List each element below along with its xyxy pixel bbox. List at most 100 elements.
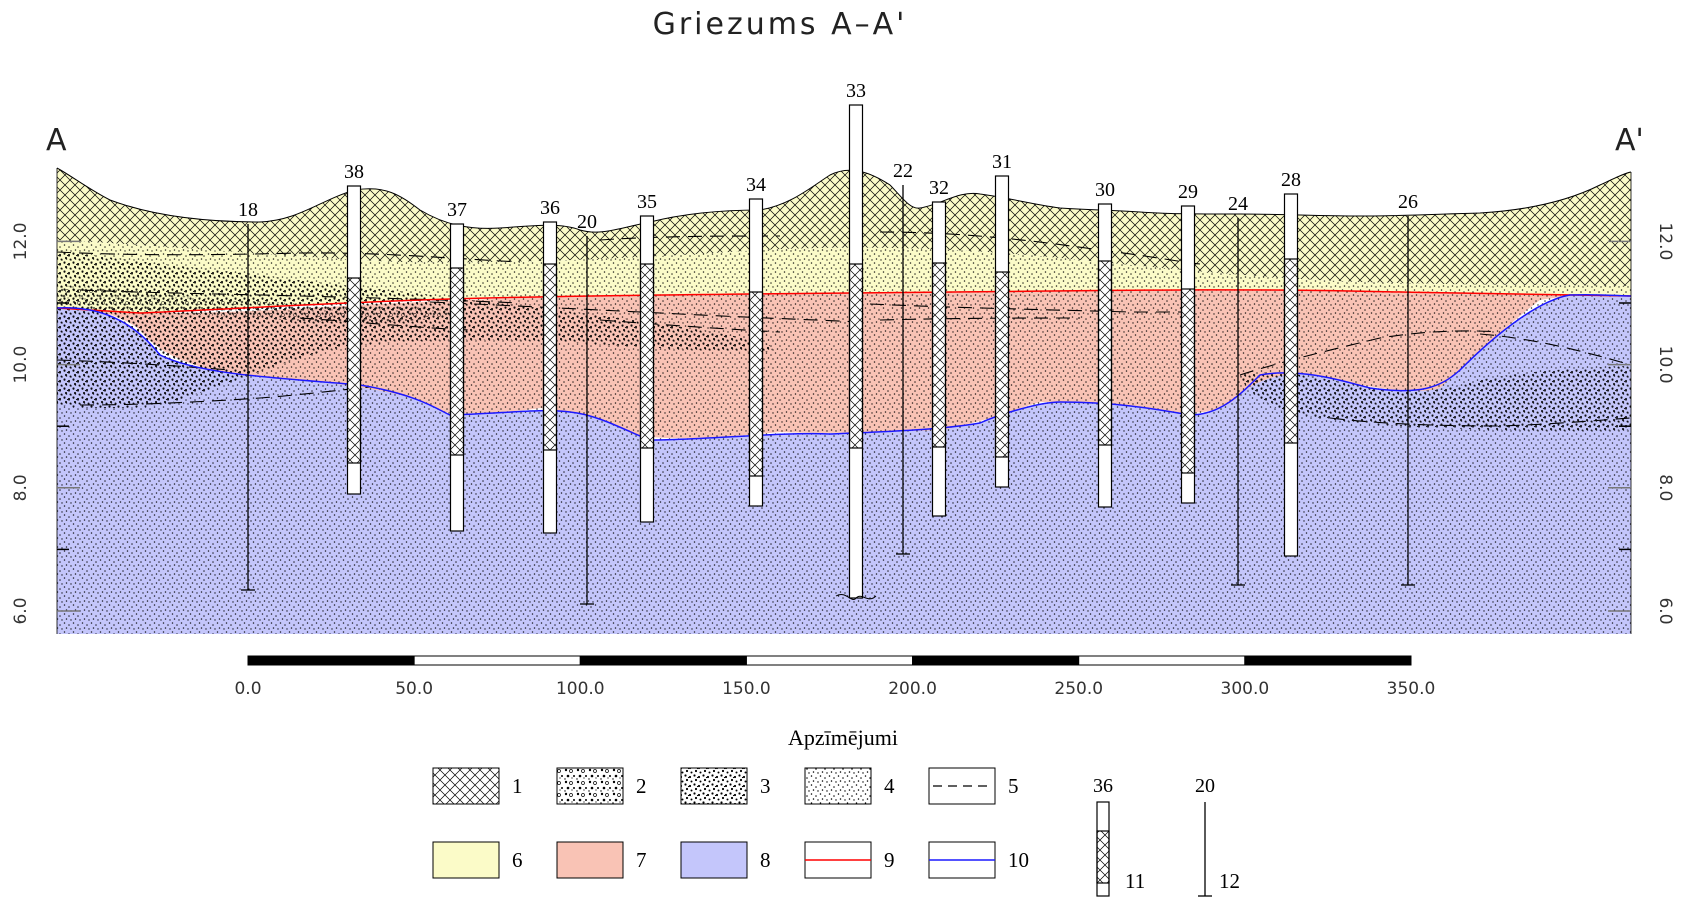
legend-number: 10 [1008, 848, 1029, 872]
borehole-label: 33 [846, 80, 866, 102]
legend-item-3: 3 [680, 767, 771, 805]
legend-number: 5 [1008, 774, 1019, 798]
borehole-sample-interval [542, 263, 558, 451]
legend-swatch [432, 841, 500, 879]
axis-label-right: 8.0 [1655, 474, 1675, 501]
borehole-30: 30 [1095, 179, 1115, 508]
borehole-20: 20 [577, 211, 597, 605]
borehole-22: 22 [893, 160, 913, 555]
scale-tick-label: 200.0 [888, 679, 937, 699]
borehole-label: 34 [746, 174, 766, 196]
borehole-28: 28 [1281, 169, 1301, 557]
borehole-label: 18 [238, 199, 258, 221]
borehole-26: 26 [1398, 191, 1418, 586]
borehole-label: 35 [637, 191, 657, 213]
axis-label-right: 12.0 [1655, 222, 1675, 260]
axis-label-left: 6.0 [11, 597, 31, 624]
scale-tick-label: 100.0 [556, 679, 605, 699]
borehole-label: 28 [1281, 169, 1301, 191]
elevation-axis-right: 6.08.010.012.0 [1608, 222, 1675, 625]
borehole-sample-interval [346, 277, 362, 464]
borehole-31: 31 [992, 151, 1012, 488]
legend-number: 4 [884, 774, 895, 798]
end-marker-right: A' [1615, 123, 1644, 158]
texture-coarse-sand-right [1240, 366, 1631, 431]
borehole-sample-interval [848, 263, 864, 449]
legend-title: Apzīmējumi [788, 725, 898, 750]
borehole-label: 24 [1228, 193, 1248, 215]
borehole-label: 26 [1398, 191, 1418, 213]
legend-number: 6 [512, 848, 523, 872]
legend-borehole-label: 36 [1093, 775, 1113, 797]
borehole-sample-interval [1180, 288, 1196, 474]
legend-borehole-sample [1096, 830, 1110, 884]
borehole-36: 36 [540, 197, 560, 534]
legend-number: 11 [1125, 869, 1145, 893]
borehole-sample-interval [931, 262, 947, 448]
borehole-label: 36 [540, 197, 560, 219]
legend-swatch-pattern [804, 767, 872, 805]
legend-number: 9 [884, 848, 895, 872]
texture-coarse-sand [57, 250, 773, 409]
borehole-33: 33 [835, 80, 877, 600]
borehole-label: 32 [929, 177, 949, 199]
scale-tick-label: 50.0 [395, 679, 433, 699]
legend-number: 3 [760, 774, 771, 798]
legend-swatch [680, 841, 748, 879]
legend-item-11: 36 11 [1093, 775, 1145, 897]
scale-tick-label: 350.0 [1387, 679, 1436, 699]
legend-swatch-pattern [556, 767, 624, 805]
borehole-sample-interval [1097, 260, 1113, 446]
borehole-label: 30 [1095, 179, 1115, 201]
borehole-35: 35 [637, 191, 657, 523]
borehole-label: 37 [447, 199, 467, 221]
scale-bar-segment [745, 655, 914, 666]
legend-swatch [556, 841, 624, 879]
borehole-34: 34 [746, 174, 766, 507]
legend-item-2: 2 [556, 767, 647, 805]
borehole-sample-interval [449, 267, 465, 456]
legend-item-9: 9 [804, 841, 895, 879]
borehole-sample-interval [1283, 258, 1299, 444]
scale-bar-segment [912, 655, 1080, 666]
borehole-38: 38 [344, 161, 364, 495]
scale-bar-segment [1078, 655, 1246, 666]
borehole-label: 29 [1178, 181, 1198, 203]
legend-borehole-label: 20 [1195, 775, 1215, 797]
borehole-label: 22 [893, 160, 913, 182]
axis-label-left: 12.0 [11, 222, 31, 260]
legend-swatch-pattern [432, 767, 500, 805]
scale-bar-segment [247, 655, 415, 666]
elevation-axis-left: 6.0 8.0 10.0 12.0 [11, 222, 80, 625]
borehole-label: 20 [577, 211, 597, 233]
borehole-18: 18 [238, 199, 258, 591]
texture-gravel [57, 285, 470, 323]
borehole-sample-interval [748, 291, 764, 477]
scale-bar-segment [579, 655, 747, 666]
scale-tick-label: 150.0 [722, 679, 771, 699]
borehole-24: 24 [1228, 193, 1248, 586]
legend-item-6: 6 [432, 841, 523, 879]
axis-label-left: 8.0 [11, 474, 31, 501]
legend-item-5: 5 [928, 767, 1019, 805]
legend-number: 2 [636, 774, 647, 798]
legend-swatch-pattern [680, 767, 748, 805]
legend-number: 8 [760, 848, 771, 872]
red-boundary-line [56, 289, 1632, 314]
legend-number: 7 [636, 848, 647, 872]
borehole-29: 29 [1178, 181, 1198, 504]
borehole-sample-interval [994, 271, 1010, 458]
scale-tick-label: 0.0 [234, 679, 261, 699]
scale-bar-segment [413, 655, 581, 666]
borehole-break-mark [835, 594, 877, 600]
legend-number: 1 [512, 774, 523, 798]
scale-tick-label: 300.0 [1221, 679, 1270, 699]
borehole-32: 32 [929, 177, 949, 517]
end-marker-left: A [46, 123, 67, 158]
axis-label-left: 10.0 [11, 346, 31, 384]
dashed-boundaries [56, 231, 1632, 427]
